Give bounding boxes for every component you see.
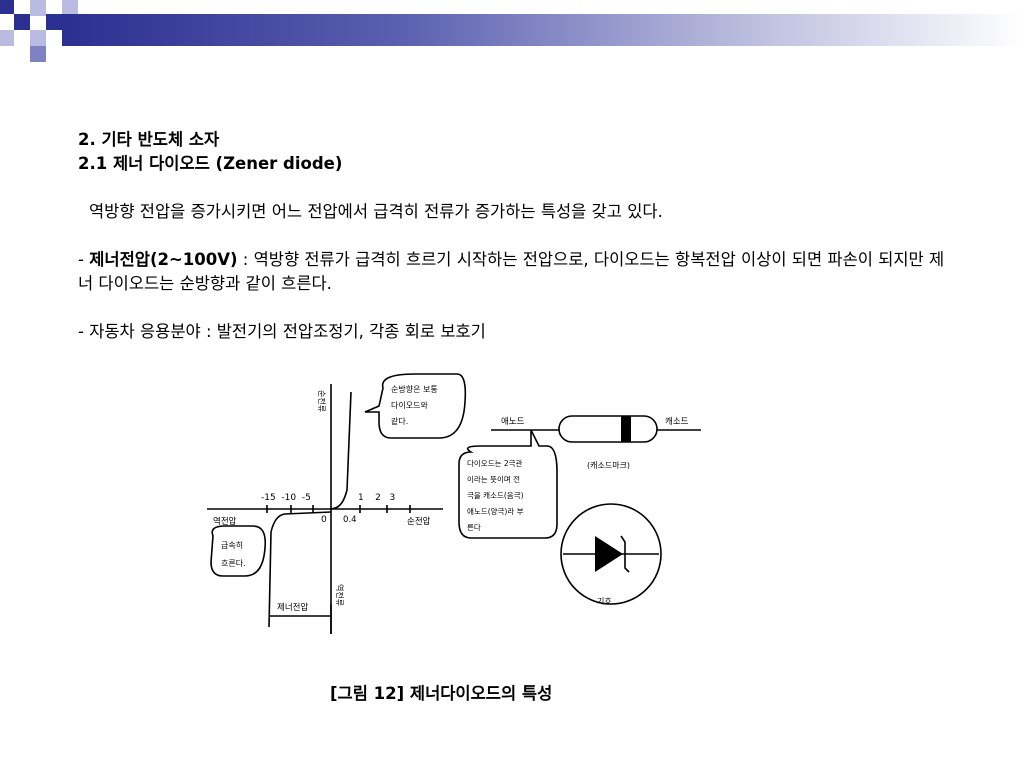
bubble-info-line: 다이오드는 2극관 <box>467 458 523 468</box>
intro-text: 역방향 전압을 증가시키면 어느 전압에서 급격히 전류가 증가하는 특성을 갖… <box>89 202 663 221</box>
bubble-info-line: 애노드(양극)라 부 <box>467 507 524 516</box>
x-axis-left-label: 역전압 <box>213 516 237 527</box>
cathode-label: 캐소드 <box>665 417 689 427</box>
banner-square <box>30 0 46 16</box>
bubble-info-line: 이라는 뜻이며 전 <box>467 474 520 484</box>
banner-square <box>62 0 78 14</box>
banner-square <box>30 30 46 46</box>
cathode-band <box>621 416 631 442</box>
figure-caption: [그림 12] 제너다이오드의 특성 <box>330 684 553 703</box>
slide-content: 2. 기타 반도체 소자 2.1 제너 다이오드 (Zener diode) 역… <box>78 128 958 344</box>
bullet-text: : 역방향 전류가 급격히 흐르기 시작하는 전압으로, 다이오드는 항복전압 … <box>78 250 945 293</box>
bullet-prefix: - <box>78 250 90 269</box>
subsection-heading: 2.1 제너 다이오드 (Zener diode) <box>78 154 343 173</box>
zener-symbol-triangle <box>595 536 623 572</box>
bubble-info-line: 른다 <box>467 523 481 532</box>
banner-square <box>0 0 14 14</box>
banner-gradient-bar <box>62 14 1024 46</box>
bullet-automotive: - 자동차 응용분야 : 발전기의 전압조정기, 각종 회로 보호기 <box>78 322 486 341</box>
tick-label-0-4: 0.4 <box>343 515 357 525</box>
bubble-reverse <box>210 525 267 577</box>
banner-square <box>46 14 62 30</box>
bubble-forward-line: 같다. <box>391 416 408 426</box>
bubble-info-line: 극을 캐소드(음극) <box>467 491 524 500</box>
tick-label-zero: 0 <box>321 515 327 525</box>
x-axis-right-label: 순전압 <box>407 516 431 527</box>
tick-labels-positive: 1 2 3 <box>358 493 395 503</box>
bubble-forward <box>364 373 467 439</box>
zener-voltage-label: 제너전압 <box>277 602 308 613</box>
symbol-label: 기호 <box>597 597 612 606</box>
bullet-term: 제너전압 <box>89 250 150 269</box>
bubble-info <box>458 429 558 539</box>
bubble-reverse-line: 흐른다. <box>221 559 246 568</box>
bullet-range: (2~100V) <box>149 250 238 269</box>
zener-characteristic-figure: 순전류 역전류 역전압 순전압 -15 -10 -5 0 0.4 1 2 3 제… <box>207 373 701 634</box>
banner-square <box>0 30 14 46</box>
section-heading: 2. 기타 반도체 소자 <box>78 130 220 149</box>
bubble-forward-line: 순방향은 보통 <box>391 384 438 394</box>
title-banner <box>0 0 1024 62</box>
banner-square <box>14 14 30 30</box>
y-axis-top-label: 순전류 <box>317 390 327 412</box>
banner-square <box>30 46 46 62</box>
bubble-reverse-line: 급속히 <box>221 540 243 550</box>
forward-curve <box>330 391 352 510</box>
symbol-circle <box>560 503 662 605</box>
anode-label: 애노드 <box>501 417 525 427</box>
cathode-mark-label: (캐소드마크) <box>587 461 630 470</box>
bullet-zener-voltage: - 제너전압(2~100V) : 역방향 전류가 급격히 흐르기 시작하는 전압… <box>78 248 958 296</box>
diode-body <box>558 415 658 443</box>
reverse-curve <box>268 511 332 628</box>
bubble-forward-line: 다이오드와 <box>391 400 428 410</box>
y-axis-bottom-label: 역전류 <box>335 584 345 606</box>
tick-labels-negative: -15 -10 -5 <box>261 493 311 503</box>
